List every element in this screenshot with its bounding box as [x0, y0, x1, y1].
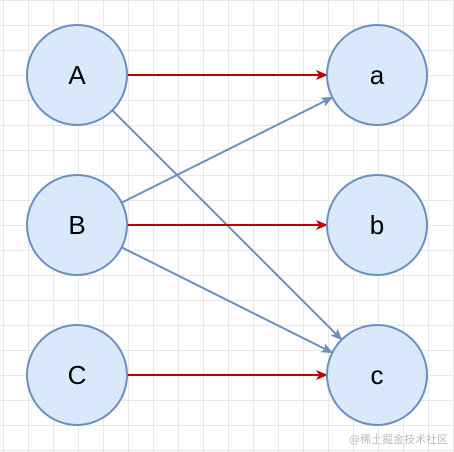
node-circle-B: [26, 174, 128, 276]
node-C: C: [26, 324, 128, 426]
node-circle-C: [26, 324, 128, 426]
edges-layer: [111, 70, 343, 380]
node-A: A: [26, 24, 128, 126]
nodes-layer: A B Ca b c: [26, 24, 428, 426]
node-label-C: C: [68, 360, 87, 390]
node-label-b: b: [370, 210, 384, 240]
node-circle-c: [326, 324, 428, 426]
node-label-B: B: [68, 210, 85, 240]
node-label-c: c: [371, 360, 384, 390]
node-B: B: [26, 174, 128, 276]
node-circle-A: [26, 24, 128, 126]
node-circle-a: [326, 24, 428, 126]
edge-B-to-c: [121, 246, 334, 354]
node-b: b: [326, 174, 428, 276]
node-circle-b: [326, 174, 428, 276]
node-a: a: [326, 24, 428, 126]
watermark-text: @稀土掘金技术社区: [349, 433, 448, 446]
node-label-a: a: [370, 60, 385, 90]
node-label-A: A: [68, 60, 86, 90]
node-c: c: [326, 324, 428, 426]
edge-B-to-a: [121, 96, 334, 204]
